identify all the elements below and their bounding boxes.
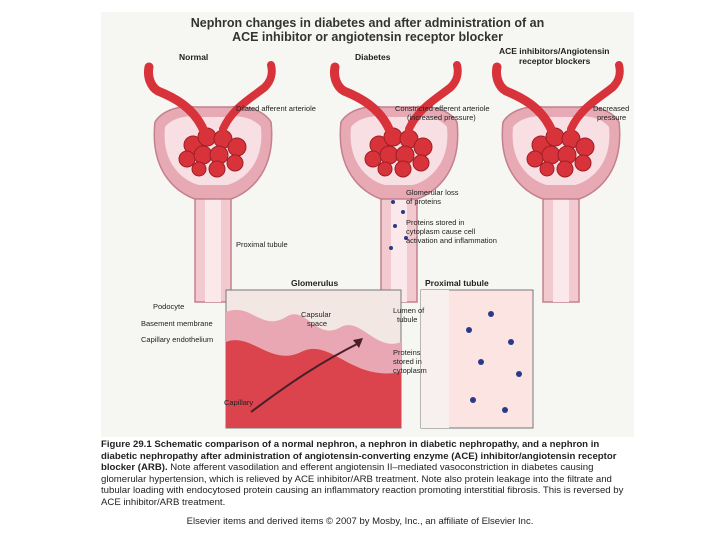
label-glomerular-loss-line1: Glomerular loss bbox=[406, 188, 459, 197]
label-proteins-inset-line2: stored in bbox=[393, 357, 422, 366]
label-decreased-line1: Decreased bbox=[593, 104, 629, 113]
proximal-inset-header: Proximal tubule bbox=[425, 278, 489, 288]
label-basement-membrane: Basement membrane bbox=[141, 319, 213, 328]
label-lumen-line1: Lumen of bbox=[393, 306, 424, 315]
label-proteins-stored-line3: activation and inflammation bbox=[406, 236, 497, 245]
label-decreased-line2: pressure bbox=[597, 113, 626, 122]
label-capillary-endothelium: Capillary endothelium bbox=[141, 335, 213, 344]
panel-ace-label-line1: ACE inhibitors/Angiotensin bbox=[499, 46, 610, 56]
label-proximal-tubule: Proximal tubule bbox=[236, 240, 288, 249]
label-lumen-line2: tubule bbox=[397, 315, 417, 324]
label-constricted-line2: (increased pressure) bbox=[407, 113, 476, 122]
nephron-illustration bbox=[101, 12, 634, 437]
label-glomerular-loss-line2: of proteins bbox=[406, 197, 441, 206]
credit-line: Elsevier items and derived items © 2007 … bbox=[0, 516, 720, 527]
panel-ace-label-line2: receptor blockers bbox=[519, 56, 590, 66]
label-proteins-inset-line3: cytoplasm bbox=[393, 366, 427, 375]
label-constricted-line1: Constricted efferent arteriole bbox=[395, 104, 490, 113]
label-dilated-arteriole: Dilated afferent arteriole bbox=[236, 104, 316, 113]
label-proteins-inset-line1: Proteins bbox=[393, 348, 421, 357]
label-podocyte: Podocyte bbox=[153, 302, 184, 311]
caption-text: Note afferent vasodilation and efferent … bbox=[101, 462, 623, 508]
label-capsular-line1: Capsular bbox=[301, 310, 331, 319]
panel-normal-label: Normal bbox=[179, 52, 208, 62]
nephron-figure: Nephron changes in diabetes and after ad… bbox=[101, 12, 634, 437]
label-proteins-stored-line1: Proteins stored in bbox=[406, 218, 464, 227]
figure-caption: Figure 29.1 Schematic comparison of a no… bbox=[101, 439, 634, 509]
label-proteins-stored-line2: cytoplasm cause cell bbox=[406, 227, 475, 236]
panel-diabetes-label: Diabetes bbox=[355, 52, 390, 62]
glomerulus-inset-header: Glomerulus bbox=[291, 278, 338, 288]
label-capillary: Capillary bbox=[224, 398, 253, 407]
label-capsular-line2: space bbox=[307, 319, 327, 328]
